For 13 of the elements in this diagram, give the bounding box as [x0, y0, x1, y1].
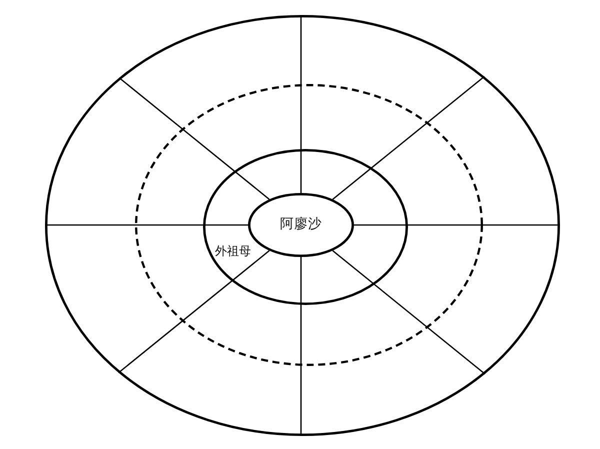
- name-label: 外祖母: [214, 244, 251, 259]
- radial-line: [45, 224, 248, 226]
- radial-line: [354, 224, 560, 226]
- radial-line: [332, 76, 485, 200]
- radial-line: [332, 250, 486, 374]
- name-label: 阿廖沙: [280, 216, 322, 232]
- outer-ellipse: [45, 15, 560, 436]
- dashed-ellipse: [134, 84, 483, 366]
- radial-line: [300, 257, 302, 436]
- radial-line: [118, 250, 270, 374]
- radial-line: [118, 77, 270, 200]
- middle-ellipse: [202, 148, 408, 305]
- radial-line: [300, 15, 302, 193]
